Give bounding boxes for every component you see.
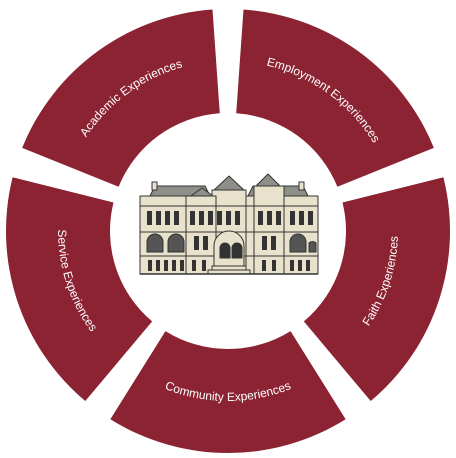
segment-service [5,177,153,402]
segment-faith [303,177,451,402]
segment-employment [236,9,434,187]
campus-building-icon [139,173,319,275]
segment-academic [22,9,220,187]
segment-community [110,331,346,453]
